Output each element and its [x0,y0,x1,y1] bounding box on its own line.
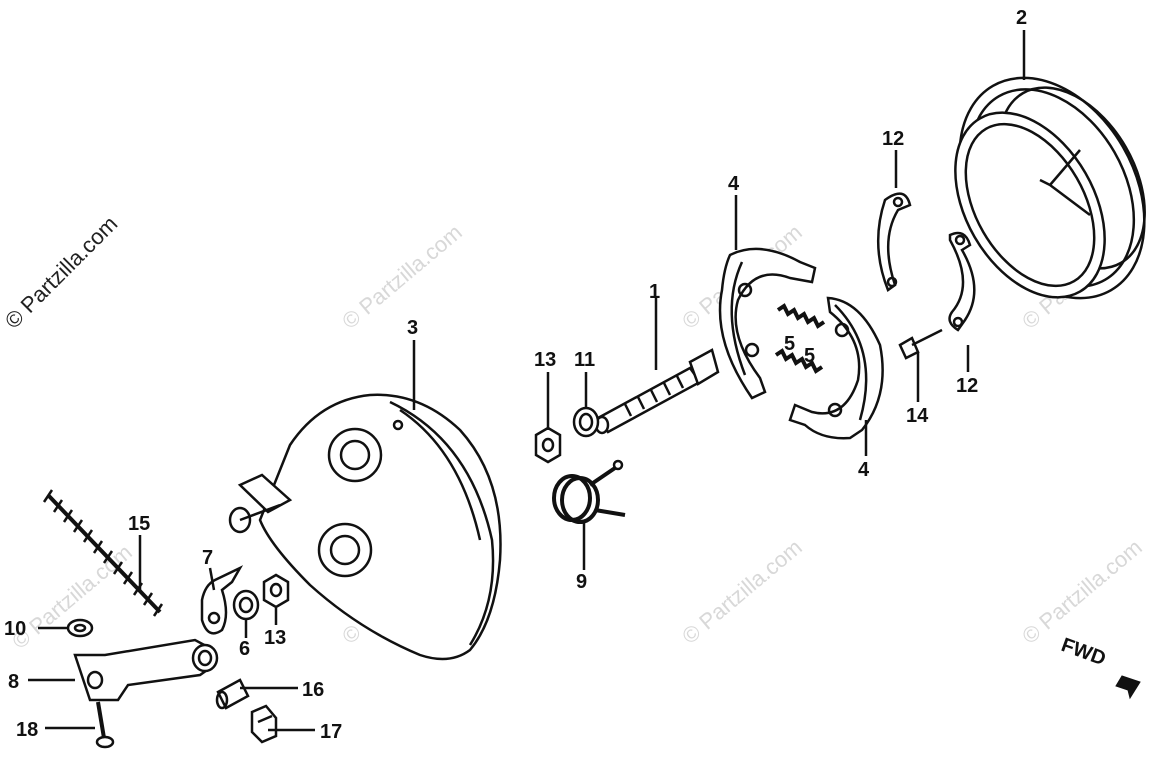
retaining-clip-lower [948,231,976,332]
callout-17: 17 [320,721,342,743]
watermark-repeat: © Partzilla.com [337,219,467,333]
callout-6: 6 [239,638,250,660]
fwd-label: FWD [1058,634,1108,670]
watermark-repeat: © Partzilla.com [7,539,137,653]
brake-shoe-upper [718,247,817,400]
watermark-repeat: © Partzilla.com [677,534,807,648]
brake-shoe-lower [788,296,884,440]
brake-spring-lower [774,348,824,374]
callout-12-lower: 12 [956,375,978,397]
callout-2: 2 [1016,7,1027,29]
retaining-clip-upper [877,192,912,292]
callout-8: 8 [8,671,19,693]
brake-cam-shaft [594,348,720,435]
callout-4-upper: 4 [728,173,740,195]
callout-13-lower: 13 [264,627,286,649]
callout-5-left: 5 [784,333,795,355]
nut-10 [66,618,94,638]
wear-indicator-7 [200,565,244,635]
washer-11 [572,406,600,438]
bolt-18 [95,701,115,749]
callout-13-upper: 13 [534,349,556,371]
callout-15: 15 [128,513,150,535]
pin-16 [215,678,250,710]
adjusting-nut-17 [250,704,278,744]
callout-5-right: 5 [804,345,815,367]
callout-16: 16 [302,679,324,701]
callout-10: 10 [4,618,26,640]
callout-14: 14 [906,405,929,427]
nut-13-lower [262,573,290,609]
brake-drum [954,76,1146,300]
callout-11: 11 [574,349,595,371]
forward-direction-indicator: FWD [1058,634,1141,700]
watermark-repeat: © Partzilla.com [1017,534,1147,648]
watermark-main: © Partzilla.com [0,211,122,334]
nut-13-upper [534,426,562,464]
seal-6 [232,589,260,621]
callout-3: 3 [407,317,418,339]
brake-spring-upper [776,303,826,329]
brake-rod-15 [42,489,164,617]
leader-lines [28,30,1026,732]
return-spring-9 [552,459,626,524]
callout-12-upper: 12 [882,128,904,150]
bolt-14 [898,328,943,360]
brake-arm-8 [73,638,219,702]
callouts: 2 12 12 4 4 5 5 1 11 13 14 3 9 15 7 6 13… [4,7,1027,743]
callout-1: 1 [649,281,660,303]
brake-panel [228,393,502,661]
callout-7: 7 [202,547,213,569]
callout-18: 18 [16,719,38,741]
callout-9: 9 [576,571,587,593]
callout-4-lower: 4 [858,459,870,481]
fwd-arrow-icon [1115,675,1141,700]
